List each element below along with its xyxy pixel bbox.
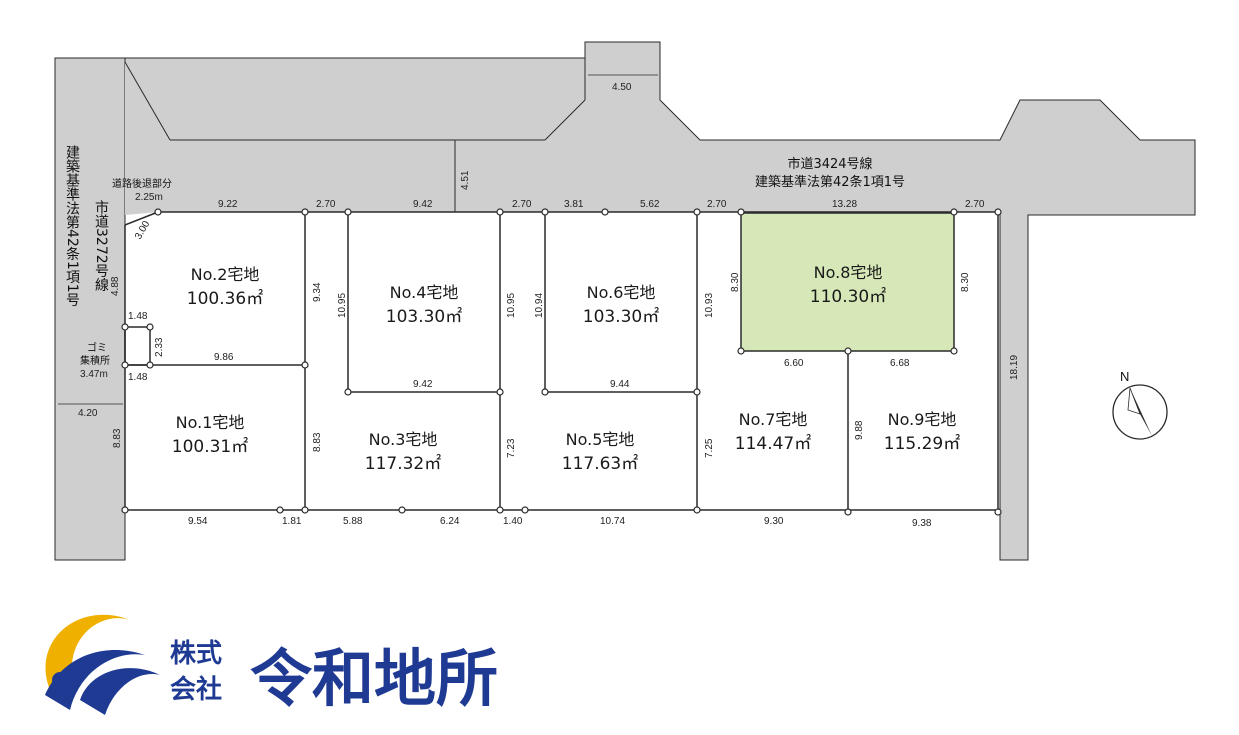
- dim-left-1: 8.83: [112, 428, 123, 448]
- lot-4-area: 103.30㎡: [386, 307, 462, 327]
- dim-top-c: 2.70: [707, 199, 727, 210]
- dim-in6-b: 9.44: [610, 379, 630, 390]
- lot-2[interactable]: No.2宅地 100.36㎡: [187, 265, 263, 309]
- company-name: 令和地所: [250, 642, 498, 715]
- lot-boundaries: [124, 211, 999, 512]
- dim-g-side: 2.33: [154, 337, 165, 357]
- dim-in6-l: 10.94: [534, 293, 545, 318]
- dim-in4-r: 10.95: [506, 293, 517, 318]
- dim-top-2: 9.22: [218, 199, 238, 210]
- dim-in4-b: 9.42: [413, 379, 433, 390]
- dim-side-5-r: 7.25: [704, 438, 715, 458]
- lot-2-name: No.2宅地: [191, 265, 260, 284]
- dim-in4-l: 10.95: [337, 293, 348, 318]
- lot-1-name: No.1宅地: [176, 413, 245, 432]
- dim-in6-r: 10.93: [704, 293, 715, 318]
- dim-bot-5a: 1.40: [503, 516, 523, 527]
- lot-7[interactable]: No.7宅地 114.47㎡: [735, 410, 811, 454]
- dim-bot-7: 9.30: [764, 516, 784, 527]
- compass-icon: N: [1112, 369, 1168, 440]
- dim-right-road: 18.19: [1009, 355, 1020, 380]
- garbage-label-1: ゴミ: [87, 341, 107, 354]
- dim-top-notch: 4.50: [612, 82, 632, 93]
- lot-3-area: 117.32㎡: [365, 454, 441, 474]
- main-road-label-2: 建築基準法第42条1項1号: [755, 174, 905, 190]
- dim-top-b: 2.70: [512, 199, 532, 210]
- lot-1[interactable]: No.1宅地 100.31㎡: [172, 413, 248, 457]
- company-prefix-2: 会社: [170, 674, 222, 705]
- dim-bot-1: 9.54: [188, 516, 208, 527]
- dim-g-bot: 1.48: [128, 372, 148, 383]
- dim-lot8-r: 8.30: [960, 272, 971, 292]
- lot-2-area: 100.36㎡: [187, 289, 263, 309]
- main-road: [124, 41, 1196, 561]
- garbage-label-2: 集積所: [80, 354, 110, 367]
- compass-label: N: [1120, 369, 1129, 384]
- lot-5[interactable]: No.5宅地 117.63㎡: [562, 430, 638, 474]
- dim-setback: 2.25m: [135, 192, 163, 203]
- lot-6[interactable]: No.6宅地 103.30㎡: [583, 283, 659, 327]
- lot-4[interactable]: No.4宅地 103.30㎡: [386, 283, 462, 327]
- dim-b8-r: 6.68: [890, 358, 910, 369]
- left-road: [54, 57, 126, 561]
- dim-top-6a: 3.81: [564, 199, 584, 210]
- lot-7-area: 114.47㎡: [735, 434, 811, 454]
- dim-corner-cut: 3.00: [133, 219, 152, 242]
- dim-top-a: 2.70: [316, 199, 336, 210]
- lot-8-name: No.8宅地: [814, 263, 883, 282]
- left-road-inner-label: 市道3272号線: [93, 199, 109, 292]
- dim-bot-9: 9.38: [912, 518, 932, 529]
- lot-9-name: No.9宅地: [888, 410, 957, 429]
- lot-7-name: No.7宅地: [739, 410, 808, 429]
- dim-side-9: 9.88: [854, 420, 865, 440]
- lot-4-name: No.4宅地: [390, 283, 459, 302]
- lot-5-name: No.5宅地: [566, 430, 635, 449]
- dim-bot-5b: 10.74: [600, 516, 625, 527]
- dim-bot-3a: 5.88: [343, 516, 363, 527]
- lot-9-area: 115.29㎡: [884, 434, 960, 454]
- site-plan-diagram: 市道3424号線 建築基準法第42条1項1号 建築基準法第42条1項1号 市道3…: [54, 41, 1196, 561]
- dim-side-2-4: 9.34: [312, 282, 323, 302]
- dim-top-6b: 5.62: [640, 199, 660, 210]
- road-notch-white: [125, 58, 455, 215]
- dim-left-2: 4.88: [110, 276, 121, 296]
- setback-label: 道路後退部分: [112, 177, 172, 190]
- dim-mid-2: 9.86: [214, 352, 234, 363]
- lot-3-name: No.3宅地: [369, 430, 438, 449]
- dim-garbage-len: 3.47m: [80, 369, 108, 380]
- lot-9[interactable]: No.9宅地 115.29㎡: [884, 410, 960, 454]
- lot-8-area: 110.30㎡: [810, 287, 886, 307]
- lot-1-area: 100.31㎡: [172, 437, 248, 457]
- dim-bot-1b: 1.81: [282, 516, 302, 527]
- dim-side-1-3: 8.83: [312, 432, 323, 452]
- main-road-label-1: 市道3424号線: [787, 156, 872, 172]
- lot-5-area: 117.63㎡: [562, 454, 638, 474]
- dim-lot8-l: 8.30: [730, 272, 741, 292]
- dimensions: 4.50 4.51 9.22 2.70 9.42 2.70 3.81 5.62 …: [58, 74, 1020, 529]
- dim-g-top: 1.48: [128, 311, 148, 322]
- dim-b8-l: 6.60: [784, 358, 804, 369]
- lot-6-name: No.6宅地: [587, 283, 656, 302]
- lot-8[interactable]: No.8宅地 110.30㎡: [810, 263, 886, 307]
- lot-8-highlight: [740, 212, 955, 352]
- survey-points: [121, 208, 1002, 516]
- dim-road-gap: 4.51: [460, 170, 471, 190]
- dim-left-road: 4.20: [78, 408, 98, 419]
- lot-3[interactable]: No.3宅地 117.32㎡: [365, 430, 441, 474]
- company-logo: 株式 会社 令和地所: [45, 614, 498, 715]
- dim-top-4: 9.42: [413, 199, 433, 210]
- lot-6-area: 103.30㎡: [583, 307, 659, 327]
- dim-bot-3b: 6.24: [440, 516, 460, 527]
- company-prefix-1: 株式: [170, 639, 222, 669]
- dim-top-8: 13.28: [832, 199, 857, 210]
- dim-top-d: 2.70: [965, 199, 985, 210]
- left-road-outer-label: 建築基準法第42条1項1号: [64, 145, 80, 307]
- dim-side-5-l: 7.23: [506, 438, 517, 458]
